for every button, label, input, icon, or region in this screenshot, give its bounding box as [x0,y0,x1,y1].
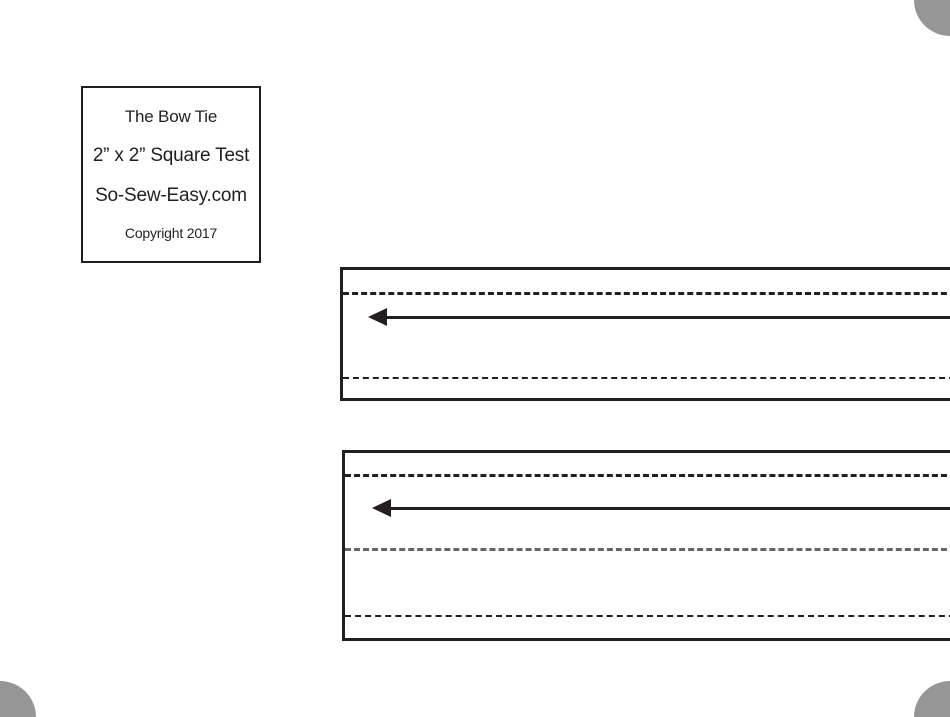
pattern-title: The Bow Tie [124,107,218,127]
guide-line-middle [345,548,950,551]
arrow-shaft [385,315,950,319]
lower-pattern-piece [342,450,950,641]
guide-line-bottom [345,615,950,617]
pattern-info-box: The Bow Tie 2” x 2” Square Test So-Sew-E… [81,86,261,263]
guide-line-top [343,292,950,295]
corner-mark-bottom-left [0,681,36,717]
arrow-head-icon [368,308,387,326]
upper-pattern-piece [340,267,950,401]
guide-line-top [345,474,950,477]
guide-line-bottom [343,377,950,379]
grain-line-arrow [372,499,950,517]
pattern-website: So-Sew-Easy.com [95,185,247,207]
corner-mark-bottom-right [914,681,950,717]
pattern-test-square-label: 2” x 2” Square Test [92,145,250,167]
corner-mark-top-right [914,0,950,36]
arrow-head-icon [372,499,391,517]
pattern-copyright: Copyright 2017 [124,225,218,242]
arrow-shaft [389,506,950,510]
grain-line-arrow [368,308,950,326]
